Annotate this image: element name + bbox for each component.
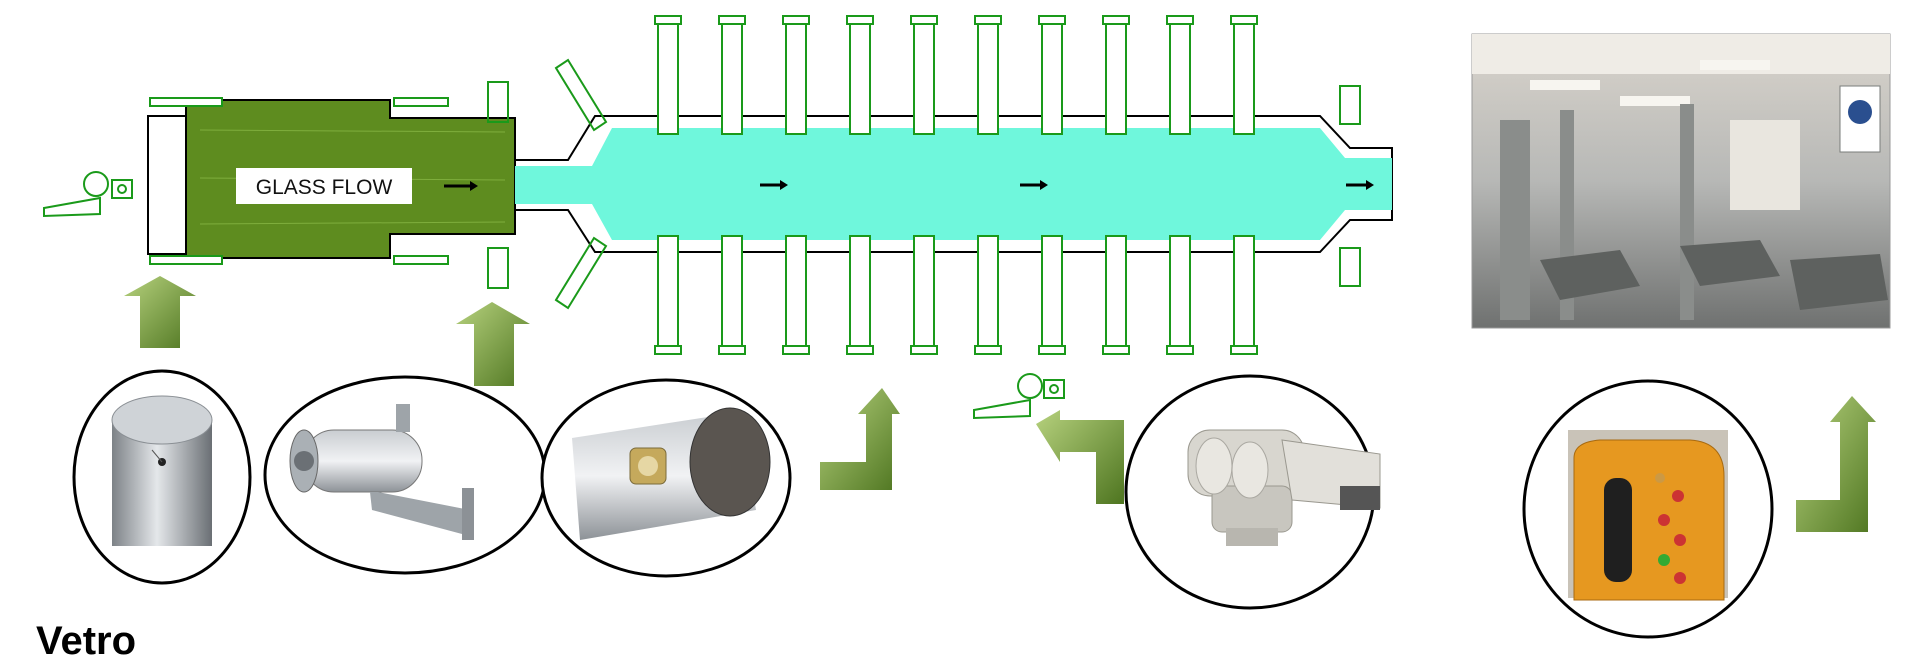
arrow-up-2 [456,302,530,386]
glass-flow-label-box [236,168,412,204]
burner-top-2 [718,15,746,135]
burner-bottom-1 [654,235,682,355]
cooled-probe-ellipse [540,378,792,578]
diagram-title: Vetro [36,619,136,661]
arrow-corner-up-2 [1796,396,1876,532]
burner-top-1 [654,15,682,135]
camera-icon-center [973,373,1065,420]
arrow-up-1 [124,276,196,348]
burner-top-3 [782,15,810,135]
burner-top-8 [1102,15,1130,135]
glass-flow-label: GLASS FLOW [256,176,393,199]
cylindrical-probe-icon [111,395,213,546]
telephone-ellipse [1522,379,1774,639]
burner-bottom-5 [910,235,938,355]
forming-area-photo [1471,33,1891,329]
burner-columns [654,15,1258,355]
flow-arrow-4 [1346,180,1374,190]
burner-bottom-8 [1102,235,1130,355]
camera-housing-icon [289,404,474,540]
camera-icon-left [43,171,133,218]
forehearth-channel [487,58,1393,310]
burner-bottom-2 [718,235,746,355]
burner-top-6 [974,15,1002,135]
burner-top-7 [1038,15,1066,135]
burner-bottom-10 [1230,235,1258,355]
emergency-telephone-icon [1568,430,1728,601]
burner-bottom-4 [846,235,874,355]
ptz-camera-ellipse [1124,374,1381,610]
burner-bottom-6 [974,235,1002,355]
flow-arrow-3 [1020,180,1048,190]
flow-arrow-2 [760,180,788,190]
burner-top-10 [1230,15,1258,135]
cooled-probe-tube-icon [572,407,771,540]
burner-bottom-7 [1038,235,1066,355]
burner-bottom-9 [1166,235,1194,355]
camera-housing-ellipse [263,375,547,575]
burner-top-9 [1166,15,1194,135]
probe-ellipse [72,369,252,585]
burner-top-5 [910,15,938,135]
flow-arrow-1 [444,181,478,191]
arrow-corner-up-1 [820,388,900,490]
burner-bottom-3 [782,235,810,355]
furnace: GLASS FLOW [147,97,516,265]
ptz-camera-icon [1187,429,1381,546]
arrow-corner-left [1036,410,1124,504]
burner-top-4 [846,15,874,135]
